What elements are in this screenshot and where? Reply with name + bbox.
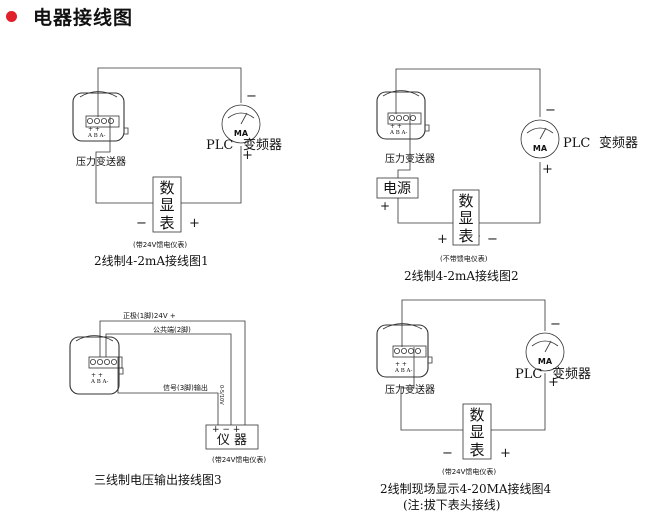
gauge-label: MA xyxy=(234,129,249,138)
power-label: 电源 xyxy=(383,181,411,197)
meter-minus: − xyxy=(136,216,147,231)
supply-note: (带24V馈电仪表) xyxy=(133,240,187,249)
meter-plus: + xyxy=(500,446,511,461)
gauge-sign-plus: + xyxy=(242,148,253,163)
caption: 2线制现场显示4-20MA接线图4 xyxy=(380,481,552,496)
terminal-sub-labels: A B A- xyxy=(394,368,412,374)
meter-char-2: 显 xyxy=(458,209,473,227)
digital-meter xyxy=(452,189,480,246)
meter-char-1: 数 xyxy=(159,179,174,197)
power-supply-box xyxy=(376,177,419,199)
pressure-transmitter-icon xyxy=(72,91,129,142)
digital-meter xyxy=(152,176,182,233)
gauge-label: MA xyxy=(538,357,553,366)
terminal-labels: + + xyxy=(395,361,407,368)
meter-minus: − xyxy=(487,232,498,247)
supply-note: (带24V馈电仪表) xyxy=(212,455,266,464)
wire-common-label: 公共端(2脚) xyxy=(153,325,191,334)
diagram-1: + + A B A- 压力变送器 MA − + PLC 变频器 数 显 表 − … xyxy=(72,67,282,268)
vfd-label: 变频器 xyxy=(243,137,282,153)
instrument-box xyxy=(205,424,259,450)
terminal-labels: + + xyxy=(88,126,100,133)
gauge-sign-minus: − xyxy=(246,89,257,104)
header: 电器接线图 xyxy=(6,3,133,29)
ma-gauge-icon xyxy=(520,119,560,159)
caption: 2线制4-2mA接线图2 xyxy=(404,268,519,283)
terminal-sub-labels: A B A- xyxy=(90,379,108,385)
terminal-sub-labels: A B A- xyxy=(389,130,407,136)
vfd-label: 变频器 xyxy=(552,366,591,382)
caption-note: (注:拔下表头接线) xyxy=(403,497,500,512)
transmitter-label: 压力变送器 xyxy=(76,155,126,168)
gauge-sign-minus: − xyxy=(545,103,556,118)
page-title: 电器接线图 xyxy=(33,6,134,29)
diagram-2: + + A B A- 压力变送器 MA − + PLC 变频器 电源 + 数 显… xyxy=(376,68,638,283)
plc-label: PLC xyxy=(515,367,542,382)
plc-label: PLC xyxy=(206,138,233,153)
gauge-sign-plus: + xyxy=(542,162,553,177)
meter-char-3: 表 xyxy=(458,227,473,245)
diagram-4: + + A B A- 压力变送器 MA − + PLC 变频器 数 显 表 − … xyxy=(376,299,591,512)
digital-meter xyxy=(462,403,492,460)
header-dot xyxy=(6,10,17,22)
terminal-sub-labels: A B A- xyxy=(87,133,105,139)
meter-char-2: 显 xyxy=(159,196,174,214)
meter-char-1: 数 xyxy=(469,406,484,424)
gauge-label: MA xyxy=(533,144,548,153)
transmitter-label: 压力变送器 xyxy=(385,383,435,396)
wire-positive-label: 正极(1脚)24V + xyxy=(123,311,176,320)
ma-gauge-icon xyxy=(525,332,565,372)
meter-char-3: 表 xyxy=(469,441,484,459)
meter-plus: + xyxy=(437,232,448,247)
meter-plus: + xyxy=(189,216,200,231)
meter-char-1: 数 xyxy=(458,192,473,210)
terminal-labels: + + xyxy=(390,123,402,130)
caption: 三线制电压输出接线图3 xyxy=(94,472,222,487)
terminal-labels: + + xyxy=(91,372,103,379)
pressure-transmitter-icon xyxy=(69,335,124,395)
supply-note: (带24V馈电仪表) xyxy=(442,467,496,476)
instrument-label: 仪 器 xyxy=(217,433,247,448)
pressure-transmitter-icon xyxy=(376,90,430,140)
wire-signal-label: 信号(3脚)输出 xyxy=(163,383,208,392)
voltage-range-label: 0-5/10V xyxy=(218,385,224,405)
gauge-sign-plus: + xyxy=(548,375,559,390)
ma-gauge-icon xyxy=(221,104,261,144)
gauge-sign-minus: − xyxy=(550,317,561,332)
meter-minus: − xyxy=(442,446,453,461)
caption: 2线制4-2mA接线图1 xyxy=(94,253,209,268)
supply-note: (不带馈电仪表) xyxy=(440,254,488,263)
power-plus: + xyxy=(380,199,390,213)
meter-char-3: 表 xyxy=(159,214,174,232)
meter-char-2: 显 xyxy=(469,423,484,441)
diagram-3: + + A B A- 正极(1脚)24V + 公共端(2脚) 信号(3脚)输出 … xyxy=(69,311,266,487)
vfd-label: 变频器 xyxy=(599,135,638,151)
plc-label: PLC xyxy=(563,136,590,151)
instrument-terminals: + − + xyxy=(212,425,240,435)
